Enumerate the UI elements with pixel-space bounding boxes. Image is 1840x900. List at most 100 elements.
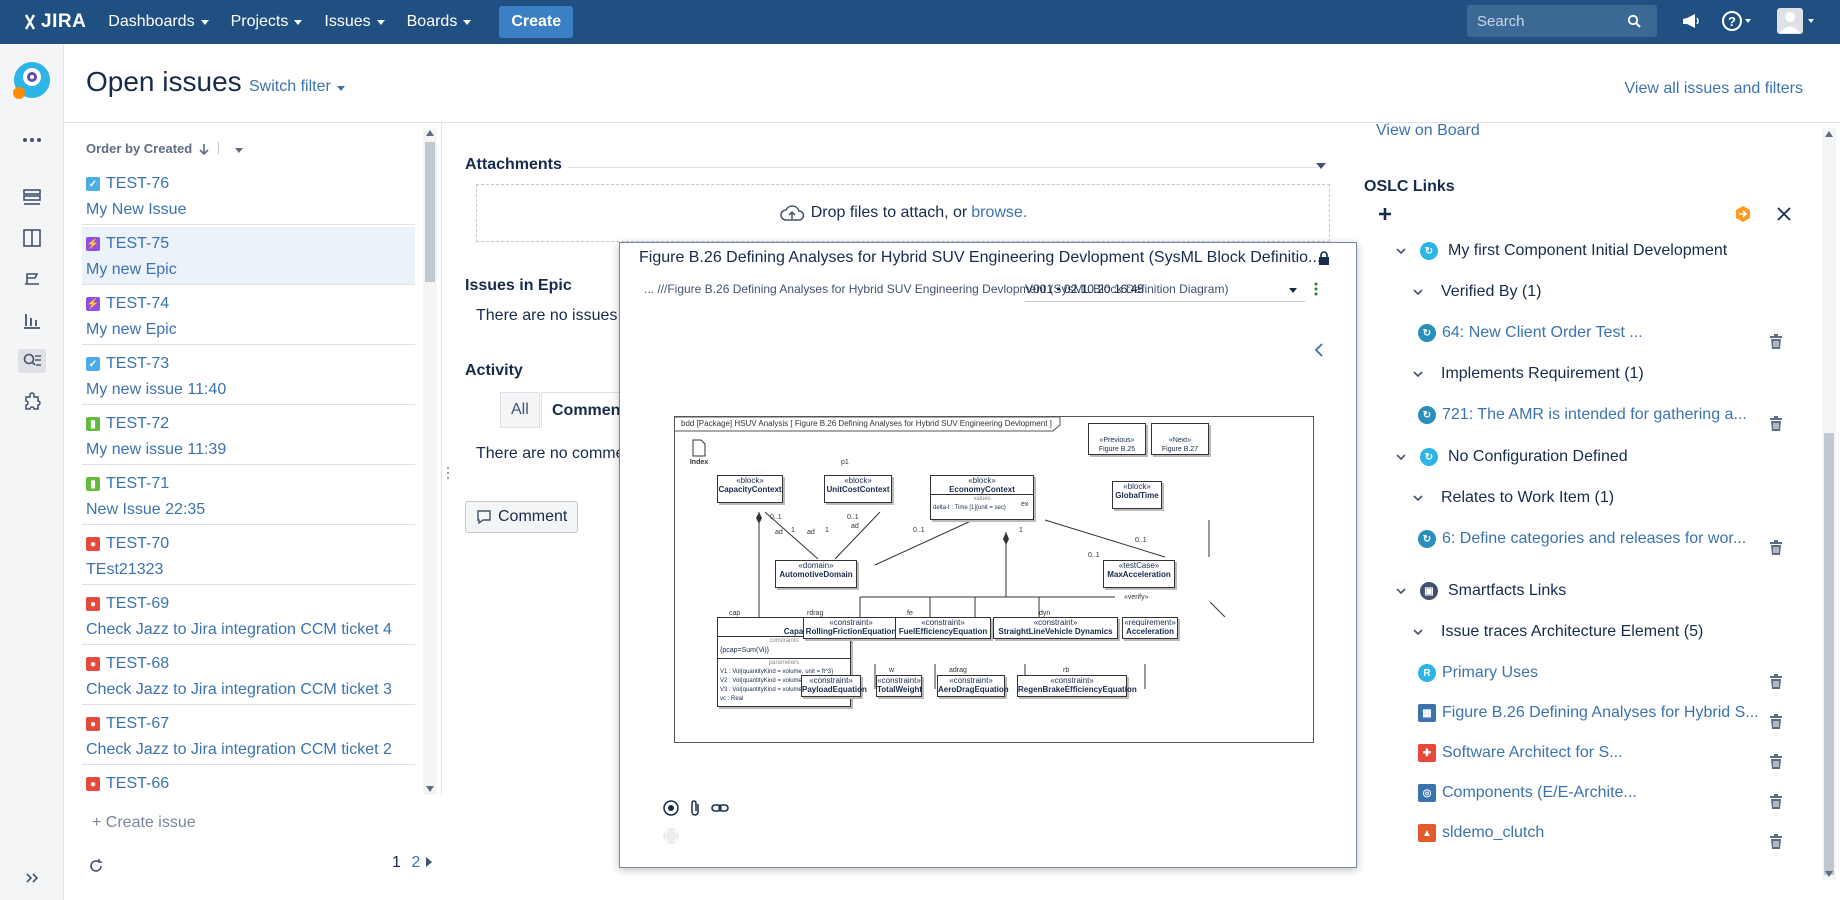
close-icon[interactable]: [1777, 207, 1791, 221]
create-issue-link[interactable]: + Create issue: [92, 814, 196, 831]
attachment-dropzone[interactable]: Drop files to attach, or browse.: [476, 184, 1330, 242]
create-button[interactable]: Create: [499, 6, 574, 38]
issue-summary[interactable]: My new issue 11:39: [86, 441, 227, 458]
block-global-time[interactable]: «block»GlobalTime: [1112, 481, 1162, 509]
scroll-up-icon[interactable]: [1825, 131, 1833, 137]
order-by-control[interactable]: Order by Created: [86, 141, 244, 156]
refresh-icon[interactable]: [88, 858, 104, 874]
trash-icon[interactable]: [1769, 754, 1783, 770]
chevron-down-icon[interactable]: [1396, 586, 1406, 596]
block-regen-brake-efficiency-equation[interactable]: «constraint»RegenBrakeEfficiencyEquation: [1017, 675, 1137, 697]
scrollbar-thumb[interactable]: [425, 142, 435, 282]
board-icon[interactable]: [20, 226, 44, 250]
block-fuel-efficiency-equation[interactable]: «constraint»FuelEfficiencyEquation: [895, 617, 991, 639]
chevron-down-icon[interactable]: [1413, 369, 1423, 379]
paperclip-icon[interactable]: [688, 799, 702, 817]
link-icon[interactable]: [710, 799, 730, 817]
issue-summary[interactable]: My new Epic: [86, 261, 177, 278]
issue-key-link[interactable]: ✓TEST-73: [86, 355, 169, 373]
nav-boards[interactable]: Boards: [407, 13, 472, 31]
releases-icon[interactable]: [20, 267, 44, 291]
index-icon[interactable]: Index: [687, 439, 711, 466]
block-payload-equation[interactable]: «constraint»PayloadEquation: [801, 675, 867, 697]
expand-sidebar-icon[interactable]: [20, 866, 44, 890]
project-avatar-icon[interactable]: [12, 60, 52, 100]
issue-summary[interactable]: Check Jazz to Jira integration CCM ticke…: [86, 621, 392, 638]
block-automotive-domain[interactable]: «domain»AutomotiveDomain: [775, 560, 857, 588]
trash-icon[interactable]: [1769, 416, 1783, 432]
linked-artifact-link[interactable]: Components (E/E-Archite...: [1442, 784, 1637, 801]
resize-handle-icon[interactable]: [446, 465, 450, 481]
block-max-acceleration[interactable]: «testCase»MaxAcceleration: [1103, 560, 1175, 588]
sysml-diagram[interactable]: bdd [Package] HSUV Analysis [ Figure B.2…: [674, 416, 1314, 743]
block-aero-drag-equation[interactable]: «constraint»AeroDragEquation: [937, 675, 1009, 697]
issue-summary[interactable]: TEst21323: [86, 561, 164, 578]
attachments-options-icon[interactable]: [1316, 163, 1326, 169]
sort-descending-icon[interactable]: [199, 143, 209, 156]
issue-list-item[interactable]: ●TEST-66Check Jazz to Jira integration f…: [82, 767, 415, 795]
oslc-relationship-row[interactable]: Implements Requirement (1): [1413, 365, 1644, 383]
chevron-down-icon[interactable]: [1413, 627, 1423, 637]
issue-key-link[interactable]: ●TEST-70: [86, 535, 169, 553]
next-figure-note[interactable]: «Next» Figure B.27: [1151, 423, 1209, 455]
block-unit-cost-context[interactable]: «block»UnitCostContext: [824, 475, 892, 503]
issue-key-link[interactable]: ●TEST-66: [86, 775, 169, 793]
oslc-link-row[interactable]: ↻6: Define categories and releases for w…: [1418, 530, 1746, 548]
issue-summary[interactable]: Check Jazz to Jira integration CCM ticke…: [86, 741, 392, 758]
issue-summary[interactable]: My new issue 11:40: [86, 381, 227, 398]
oslc-link-row[interactable]: ✚Software Architect for S...: [1418, 744, 1623, 762]
add-link-icon[interactable]: [1378, 207, 1392, 221]
previous-figure-note[interactable]: «Previous» Figure B.25: [1088, 423, 1146, 455]
popup-path[interactable]: ... ///Figure B.26 Defining Analyses for…: [644, 282, 1229, 296]
oslc-link-row[interactable]: ↻64: New Client Order Test ...: [1418, 324, 1643, 342]
backlog-icon[interactable]: [20, 185, 44, 209]
block-rolling-friction-equation[interactable]: «constraint»RollingFrictionEquation: [803, 617, 899, 639]
chevron-down-icon[interactable]: [1413, 287, 1423, 297]
trash-icon[interactable]: [1769, 674, 1783, 690]
jira-logo[interactable]: JIRA: [22, 11, 86, 33]
search-icon[interactable]: [1627, 14, 1641, 28]
oslc-group-row[interactable]: ↻My first Component Initial Development: [1396, 242, 1727, 260]
issue-key-link[interactable]: ●TEST-67: [86, 715, 169, 733]
issue-key-link[interactable]: ●TEST-69: [86, 595, 169, 613]
block-total-weight[interactable]: «constraint»TotalWeight: [876, 675, 922, 697]
switch-filter-button[interactable]: Switch filter: [249, 78, 345, 96]
oslc-link-row[interactable]: ▲sldemo_clutch: [1418, 824, 1544, 842]
trash-icon[interactable]: [1769, 834, 1783, 850]
tab-comments[interactable]: Comments: [541, 392, 621, 428]
chevron-down-icon[interactable]: [1396, 452, 1406, 462]
issue-summary[interactable]: Check Jazz to Jira integration CCM ticke…: [86, 681, 392, 698]
linked-artifact-link[interactable]: Primary Uses: [1442, 664, 1539, 681]
trash-icon[interactable]: [1769, 540, 1783, 556]
oslc-link-row[interactable]: ▦Figure B.26 Defining Analyses for Hybri…: [1418, 704, 1759, 722]
oslc-relationship-row[interactable]: Issue traces Architecture Element (5): [1413, 623, 1703, 641]
issue-summary[interactable]: My new Epic: [86, 321, 177, 338]
reports-icon[interactable]: [20, 308, 44, 332]
chevron-left-icon[interactable]: [1314, 343, 1324, 357]
issue-key-link[interactable]: ▮TEST-72: [86, 415, 169, 433]
issue-summary[interactable]: My New Issue: [86, 201, 187, 218]
add-ons-icon[interactable]: [20, 390, 44, 414]
issue-summary[interactable]: New Issue 22:35: [86, 501, 206, 518]
oslc-relationship-row[interactable]: Relates to Work Item (1): [1413, 489, 1614, 507]
scroll-down-icon[interactable]: [1825, 871, 1833, 877]
announcement-icon[interactable]: [1680, 10, 1702, 32]
oslc-provider-icon[interactable]: [1734, 205, 1752, 223]
oslc-relationship-row[interactable]: Verified By (1): [1413, 283, 1541, 301]
block-acceleration-requirement[interactable]: «requirement»Acceleration: [1122, 617, 1178, 639]
tab-all[interactable]: All: [500, 392, 540, 428]
oslc-link-row[interactable]: ◎Components (E/E-Archite...: [1418, 784, 1637, 802]
chevron-down-icon[interactable]: [235, 148, 244, 153]
fit-to-screen-icon[interactable]: [662, 827, 680, 845]
scrollbar-thumb[interactable]: [1824, 433, 1834, 875]
nav-issues[interactable]: Issues: [324, 13, 385, 31]
block-capacity-context[interactable]: «block»CapacityContext: [717, 475, 783, 503]
